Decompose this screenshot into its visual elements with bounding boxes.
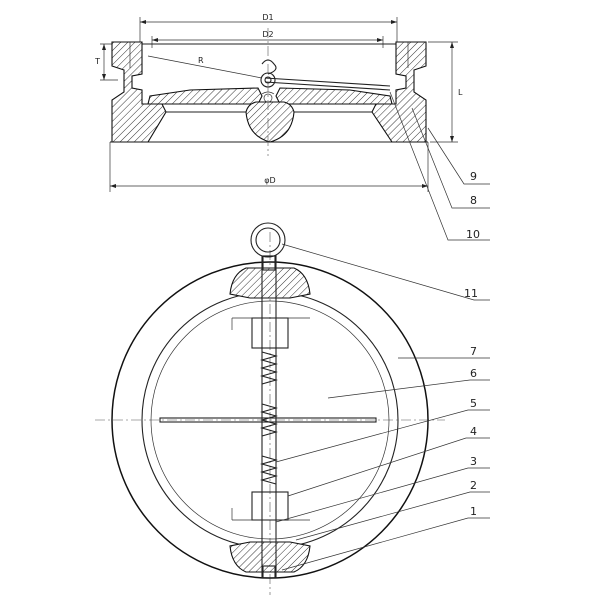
part-label-8: 8	[470, 194, 477, 207]
dimension-l-label: L	[458, 88, 463, 97]
disc-leaf-edge	[264, 77, 391, 87]
dimension-d1-label: D1	[262, 13, 273, 22]
part-label-10: 10	[466, 228, 480, 241]
body-left-section	[111, 41, 167, 143]
center-hub	[245, 101, 295, 143]
part-label-6: 6	[470, 367, 477, 380]
part-label-4: 4	[470, 425, 477, 438]
part-label-11: 11	[464, 287, 478, 300]
part-label-3: 3	[470, 455, 477, 468]
front-view: 11 7 6 5 4 3 2 1	[95, 222, 490, 595]
section-view: D1 D2 T L	[94, 13, 490, 241]
stem-bottom-nut	[262, 565, 276, 579]
lifting-eye-inner	[255, 227, 281, 253]
leader-8	[411, 107, 490, 209]
spring-loop	[261, 59, 277, 75]
dimension-r-label: R	[198, 56, 204, 65]
dimension-l: L	[428, 41, 463, 143]
disc-leaf-edge-2	[264, 81, 391, 91]
dimension-phi-d-label: φD	[264, 176, 275, 185]
dimension-t: T	[94, 43, 118, 81]
part-label-9: 9	[470, 170, 477, 183]
dimension-d1: D1	[139, 13, 398, 44]
dimension-phi-d: φD	[109, 142, 429, 192]
disc-plate-right	[275, 87, 393, 105]
leader-5	[275, 409, 490, 463]
disc-plate-left	[147, 87, 263, 105]
dimension-d2: D2	[151, 30, 384, 48]
part-label-2: 2	[470, 479, 477, 492]
radius-line	[147, 55, 263, 79]
body-right-section	[371, 41, 427, 143]
dimension-t-label: T	[94, 57, 100, 66]
part-label-5: 5	[470, 397, 477, 410]
part-label-7: 7	[470, 345, 477, 358]
part-label-1: 1	[470, 505, 477, 518]
leader-1	[281, 517, 490, 571]
leader-6	[327, 379, 490, 399]
leader-3	[275, 467, 490, 523]
leader-2	[295, 491, 490, 541]
stem-top-nut	[262, 255, 276, 271]
leader-11	[281, 243, 490, 301]
top-lug	[229, 267, 311, 299]
leader-10	[389, 91, 490, 241]
seat-ring	[150, 300, 390, 540]
lifting-eye-outer	[250, 222, 286, 258]
spring-coils	[259, 351, 279, 485]
leader-9	[427, 127, 490, 185]
bottom-lug	[229, 541, 311, 573]
leader-4	[287, 437, 490, 497]
